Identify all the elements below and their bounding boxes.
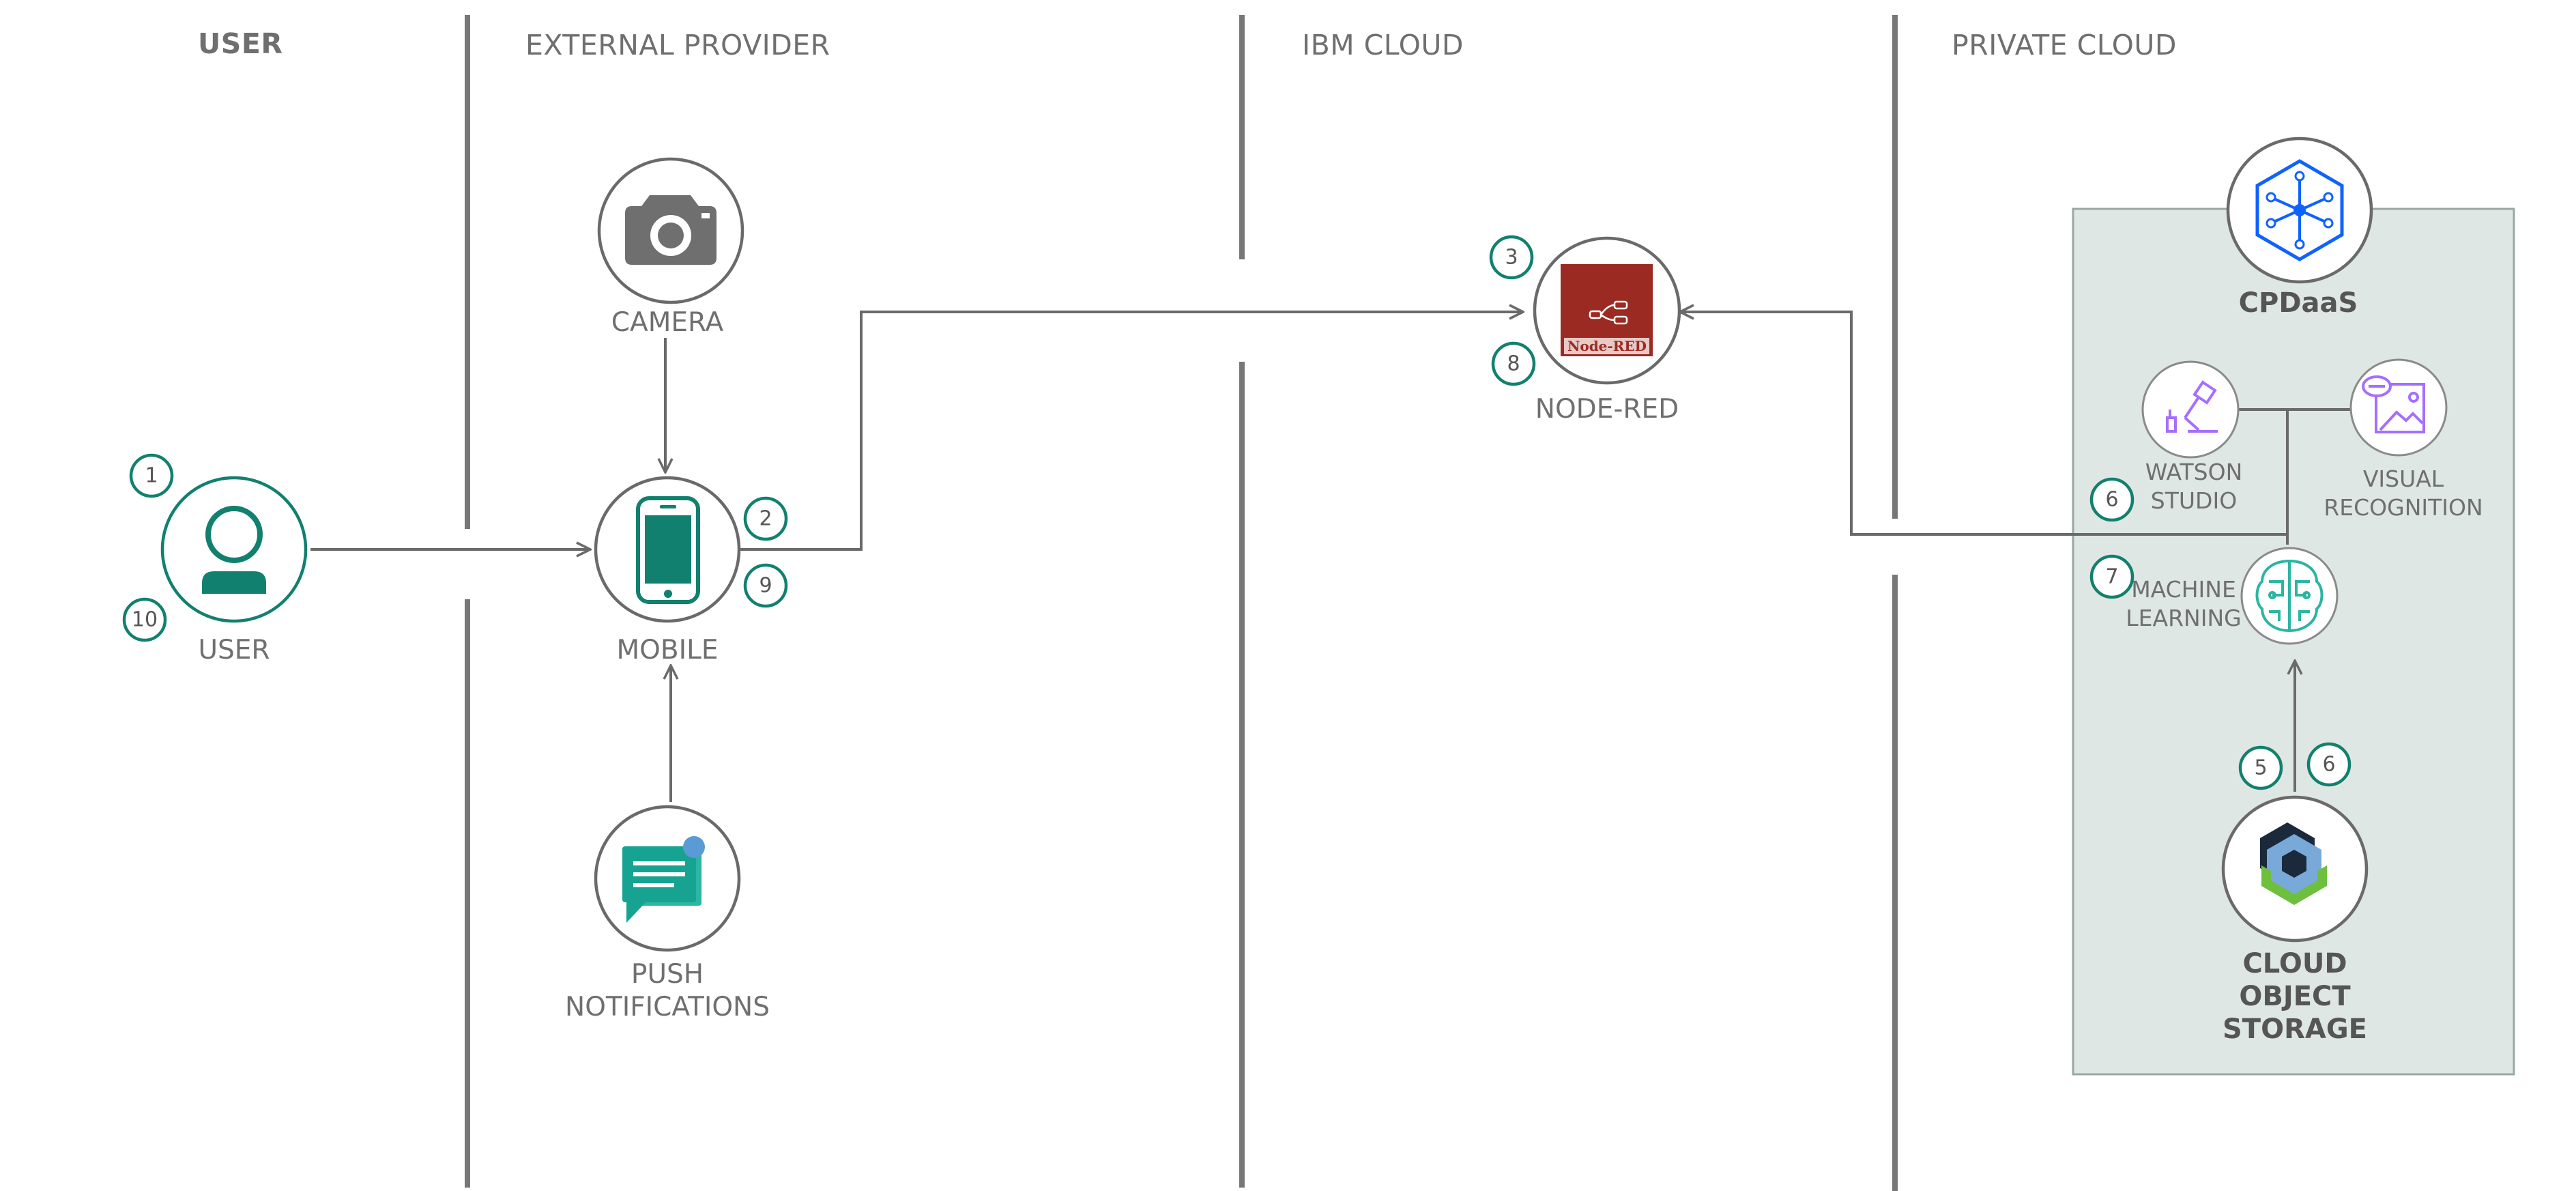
step-marker-1: 1 [129,453,174,498]
user-node-label: USER [198,635,270,665]
camera-node[interactable]: CAMERA [597,157,744,338]
arrow-private-cloud-to-nodered [1680,312,2286,536]
cos-node-label-line3: STORAGE [2223,1014,2367,1045]
visual-node-label-line1: VISUAL [2363,465,2444,492]
hexagon-network-icon [2255,159,2344,261]
step-marker-10: 10 [122,597,167,642]
watson-node-label-line1: WATSON [2145,459,2243,485]
mobile-node[interactable]: MOBILE [594,476,741,665]
brain-icon [2255,559,2324,633]
node-red-node[interactable]: Node-RED NODE-RED [1533,236,1681,425]
svg-text:3: 3 [1505,246,1518,270]
watson-node-label-line2: STUDIO [2151,487,2237,514]
svg-text:1: 1 [145,464,158,488]
svg-text:7: 7 [2105,565,2118,589]
node-red-logo: Node-RED [1561,264,1653,356]
step-marker-2: 2 [743,496,788,541]
cpdaas-node-label: CPDaaS [2239,287,2358,319]
mobile-node-label: MOBILE [617,635,719,665]
user-node-circle [160,476,308,623]
push-notifications-node[interactable]: PUSH NOTIFICATIONS [565,805,770,1022]
step-marker-3: 3 [1489,235,1534,280]
person-icon [202,506,266,594]
step-marker-6-cos: 6 [2306,742,2351,787]
svg-text:9: 9 [759,574,772,598]
svg-text:6: 6 [2322,753,2335,777]
desk-lamp-icon [2166,380,2218,433]
arrow-mobile-to-nodered [737,312,1523,551]
cos-node-label-line1: CLOUD [2242,948,2347,979]
chat-bubble-icon [622,836,705,923]
machine-learning-node[interactable]: MACHINE LEARNING [2126,547,2339,645]
step-marker-5: 5 [2238,745,2283,790]
visual-node-circle [2349,358,2448,457]
step-marker-8: 8 [1491,341,1536,386]
step-marker-7: 7 [2089,554,2134,599]
camera-icon [625,195,717,265]
ml-node-label-line1: MACHINE [2131,576,2236,603]
flow-connectors [310,312,2353,802]
svg-text:2: 2 [759,507,772,531]
push-node-label-line2: NOTIFICATIONS [565,992,770,1022]
lane-title-external-provider: EXTERNAL PROVIDER [525,29,830,61]
svg-text:6: 6 [2105,488,2118,512]
lane-title-user: USER [198,27,283,60]
step-marker-6-watson: 6 [2089,477,2134,522]
cloud-object-storage-node[interactable]: CLOUD OBJECT STORAGE [2221,795,2369,1045]
smartphone-icon [636,496,700,604]
svg-text:10: 10 [132,608,158,632]
svg-text:Node-RED: Node-RED [1567,338,1647,354]
step-marker-9: 9 [743,563,788,608]
visual-recognition-node[interactable]: VISUAL RECOGNITION [2324,358,2483,521]
lane-title-ibm-cloud: IBM CLOUD [1302,29,1464,61]
lane-title-private-cloud: PRIVATE CLOUD [1952,29,2177,61]
user-node[interactable]: USER [160,476,308,665]
image-recognition-icon [2362,375,2425,433]
visual-node-label-line2: RECOGNITION [2324,494,2483,521]
cpdaas-node[interactable]: CPDaaS [2226,137,2373,319]
cos-node-label-line2: OBJECT [2239,981,2351,1012]
cube-storage-icon [2260,822,2327,905]
ml-node-label-line2: LEARNING [2126,605,2241,631]
node-red-node-label: NODE-RED [1535,394,1679,425]
push-node-label-line1: PUSH [631,959,704,990]
svg-text:8: 8 [1507,352,1520,376]
svg-text:5: 5 [2254,756,2267,780]
camera-node-label: CAMERA [611,307,724,338]
watson-studio-node[interactable]: WATSON STUDIO [2141,360,2243,514]
